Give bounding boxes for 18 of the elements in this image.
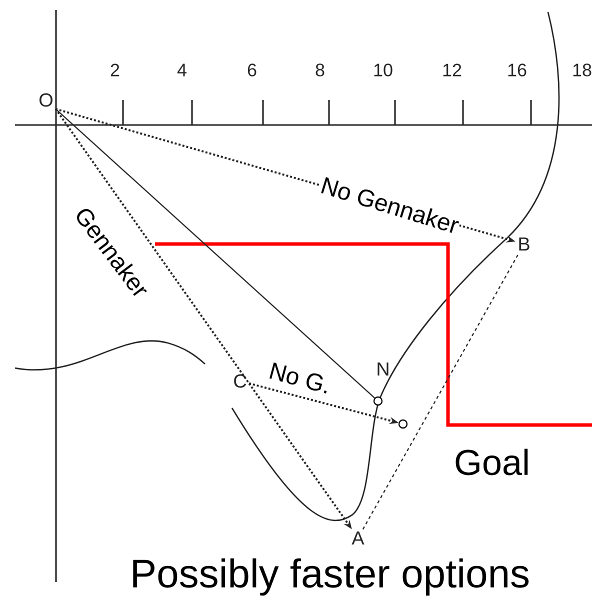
tick-label: 2	[110, 64, 120, 76]
tick-label: 12	[443, 64, 462, 76]
tick-label: 6	[248, 64, 256, 76]
tick-label: 8	[316, 64, 324, 76]
point-label: B	[519, 237, 530, 251]
tick-label: 10	[374, 64, 392, 76]
point-label: A	[352, 531, 364, 545]
tick-label: 18	[573, 64, 592, 76]
edge-label: No G.	[266, 360, 334, 396]
goal-label: Goal	[456, 448, 528, 476]
point-label: N	[378, 362, 388, 376]
point-label: C	[234, 374, 246, 388]
tick-label: 16	[508, 64, 526, 76]
point-label: O	[40, 93, 52, 107]
tick-label: 4	[177, 64, 186, 76]
point-marker	[373, 396, 383, 406]
point-marker	[398, 419, 408, 429]
caption-text: Possibly faster options	[133, 558, 529, 596]
